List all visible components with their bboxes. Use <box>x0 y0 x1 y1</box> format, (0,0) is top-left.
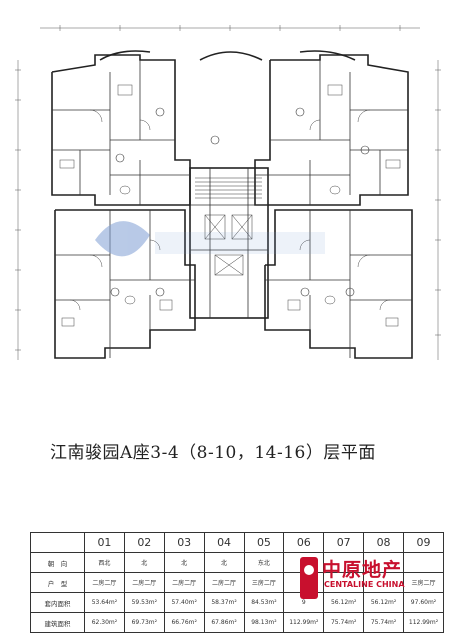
table-cell: 62.30m² <box>84 612 125 633</box>
column-header: 03 <box>163 532 205 553</box>
column-header: 08 <box>363 532 404 553</box>
table-cell: 53.64m² <box>84 592 125 613</box>
watermark <box>95 221 325 257</box>
row-label: 套内面积 <box>30 592 85 613</box>
column-header: 04 <box>203 532 245 553</box>
table-cell: 112.99m² <box>283 612 325 633</box>
table-cell: 北 <box>123 552 165 573</box>
table-cell: 西北 <box>84 552 125 573</box>
table-row: 建筑面积 62.30m² 69.73m² 66.76m² 67.86m² 98.… <box>30 612 444 633</box>
table-cell: 二房二厅 <box>84 572 125 593</box>
logo-mark-icon <box>300 557 318 599</box>
table-cell: 57.40m² <box>163 592 205 613</box>
table-cell: 三房二厅 <box>243 572 285 593</box>
column-header: 06 <box>283 532 325 553</box>
unit-markers <box>110 107 370 297</box>
table-cell: 59.53m² <box>123 592 165 613</box>
table-cell: 66.76m² <box>163 612 205 633</box>
table-cell: 84.53m² <box>243 592 285 613</box>
table-header-row: 01 02 03 04 05 06 07 08 09 <box>30 532 444 553</box>
table-cell: 58.37m² <box>203 592 245 613</box>
table-cell: 东北 <box>243 552 285 573</box>
table-cell: 二房二厅 <box>123 572 165 593</box>
column-header: 01 <box>84 532 125 553</box>
floor-plan <box>15 25 441 360</box>
table-cell: 98.13m² <box>243 612 285 633</box>
logo-name-cn: 中原地产 <box>322 559 403 581</box>
fixtures <box>59 84 401 327</box>
logo-name-en: CENTALINE CHINA <box>324 580 405 589</box>
table-cell: 北 <box>163 552 205 573</box>
interior-partitions <box>52 60 412 358</box>
column-header: 07 <box>323 532 365 553</box>
dimension-lines-left <box>15 60 21 360</box>
table-cell: 67.86m² <box>203 612 245 633</box>
column-header: 09 <box>403 532 444 553</box>
floor-plan-caption: 江南骏园A座3-4（8-10，14-16）层平面 <box>50 443 376 463</box>
centaline-logo: 中原地产 CENTALINE CHINA <box>300 553 450 609</box>
dimension-lines-top <box>40 25 420 31</box>
building-walls <box>51 50 413 359</box>
table-cell: 北 <box>203 552 245 573</box>
column-header: 05 <box>243 532 285 553</box>
table-cell: 69.73m² <box>123 612 165 633</box>
table-cell: 75.74m² <box>363 612 404 633</box>
column-header: 02 <box>123 532 165 553</box>
table-cell: 二房二厅 <box>203 572 245 593</box>
core-stairs <box>195 177 262 276</box>
table-corner-cell <box>30 532 85 553</box>
dimension-lines-right <box>435 60 441 360</box>
row-label: 朝 向 <box>30 552 85 573</box>
table-cell: 112.99m² <box>403 612 444 633</box>
table-cell: 75.74m² <box>323 612 365 633</box>
door-swings <box>69 109 391 311</box>
row-label: 建筑面积 <box>30 612 85 633</box>
row-label: 户 型 <box>30 572 85 593</box>
table-cell: 二房二厅 <box>163 572 205 593</box>
